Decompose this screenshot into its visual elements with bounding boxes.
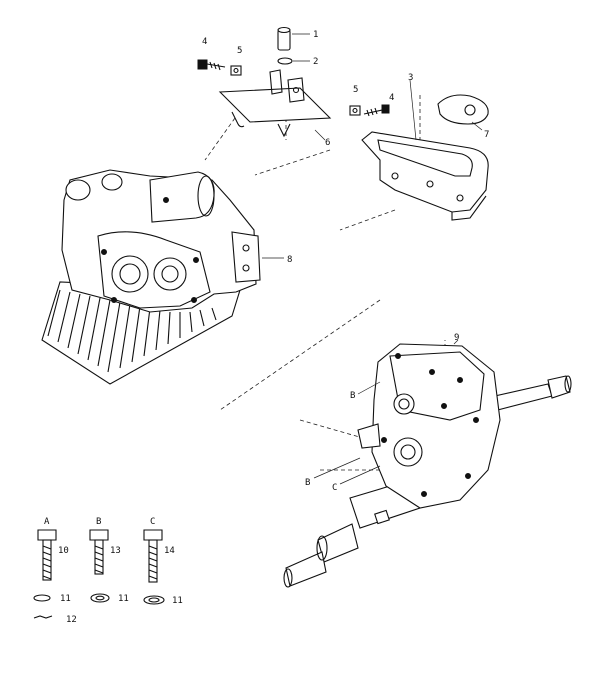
legend-num-a: 10 (58, 546, 69, 556)
legend-label-c: C (150, 517, 155, 527)
callout-5-right: 5 (353, 85, 358, 95)
callout-3: 3 (408, 73, 413, 83)
bolt-b (89, 529, 109, 575)
bolt-part-4-right (363, 104, 390, 117)
callout-7: 7 (484, 130, 489, 140)
bolt-part-4-left (197, 59, 226, 71)
legend-num-12: 12 (66, 615, 77, 625)
legend-washer-b: 11 (118, 594, 129, 604)
bracket-part-3 (361, 79, 489, 221)
transmission-housing-part-8 (41, 169, 284, 385)
callout-8: 8 (287, 255, 292, 265)
legend-label-a: A (44, 517, 50, 527)
callout-6: 6 (325, 138, 330, 148)
callout-b-upper: B (350, 391, 355, 401)
bolt-c (143, 529, 163, 583)
cam-part-7 (437, 94, 489, 131)
callout-c: C (332, 483, 337, 493)
callout-1: 1 (313, 30, 318, 40)
mounting-plate-part-6 (218, 69, 332, 141)
callout-4-left: 4 (202, 37, 207, 47)
clip-part-2 (277, 57, 310, 65)
callout-4-right: 4 (389, 93, 394, 103)
washers (33, 593, 165, 619)
gearbox-axle-part-9 (283, 339, 572, 588)
callout-b-lower: B (305, 478, 310, 488)
legend-washer-a: 11 (60, 594, 71, 604)
callout-5-left: 5 (237, 46, 242, 56)
callout-2: 2 (313, 57, 318, 67)
legend-num-b: 13 (110, 546, 121, 556)
nut-part-5-right (349, 105, 361, 116)
legend-num-c: 14 (164, 546, 175, 556)
legend-label-b: B (96, 517, 101, 527)
nut-part-5-left (230, 65, 242, 76)
callout-9: 9 (454, 333, 459, 343)
hardware-legend (33, 529, 165, 619)
pin-part-1 (277, 26, 310, 51)
legend-washer-c: 11 (172, 596, 183, 606)
bolt-a (37, 529, 57, 581)
callout-labels: 1 2 4 5 3 5 4 6 7 8 9 B B C A B C 10 13 … (44, 30, 489, 625)
